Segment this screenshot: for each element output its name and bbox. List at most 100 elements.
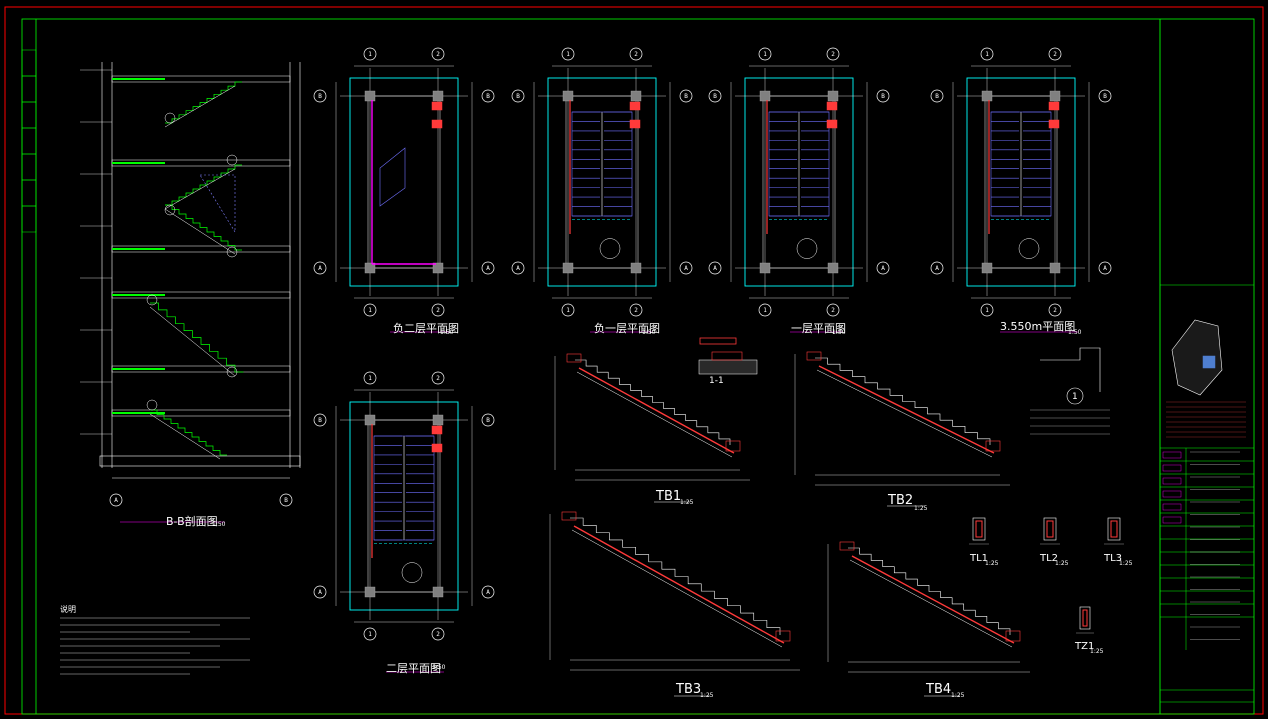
axis-bubble-label: A bbox=[881, 265, 885, 272]
caption-tb3: TB3 bbox=[676, 682, 702, 697]
axis-bubble-label: A bbox=[114, 497, 118, 504]
axis-bubble-label: B bbox=[935, 93, 939, 100]
column bbox=[630, 90, 642, 102]
axis-bubble-label: A bbox=[713, 265, 717, 272]
caption-tz1: TZ1 bbox=[1075, 641, 1095, 652]
caption-tb2: TB2 bbox=[888, 493, 914, 508]
axis-bubble-a bbox=[313, 261, 327, 275]
tb3-drawing bbox=[549, 511, 800, 671]
tz-marker bbox=[826, 101, 838, 111]
axis-bubble-1 bbox=[363, 627, 377, 641]
axis-bubble-label: 1 bbox=[566, 307, 570, 314]
caption-tl1: TL1 bbox=[970, 553, 989, 564]
section-callout bbox=[164, 204, 176, 216]
stair-flight-steps bbox=[165, 204, 242, 251]
stair-flight-steps bbox=[165, 81, 242, 124]
caption-plan-3550: 3.550m平面图 bbox=[1000, 320, 1076, 333]
section-callout bbox=[146, 294, 158, 306]
caption-tl3: TL3 bbox=[1104, 553, 1123, 564]
caption-plan-1f: 一层平面图 bbox=[791, 322, 846, 335]
section-11-beam bbox=[699, 337, 737, 345]
stair-soffit bbox=[149, 306, 236, 377]
title-block bbox=[1159, 19, 1254, 714]
plan-callout bbox=[599, 238, 621, 259]
axis-bubble-b bbox=[481, 413, 495, 427]
axis-bubble-a bbox=[481, 261, 495, 275]
column bbox=[562, 262, 574, 274]
section-11-drawing bbox=[698, 337, 758, 375]
caption-plan-b1: 负一层平面图 bbox=[594, 322, 660, 335]
stair-reinforcement bbox=[578, 367, 735, 454]
axis-bubble-label: A bbox=[935, 265, 939, 272]
axis-bubble-2 bbox=[431, 303, 445, 317]
plan-outer-wall bbox=[744, 77, 854, 287]
beam-stirrup bbox=[975, 520, 983, 538]
scale-tz1: 1:25 bbox=[1090, 648, 1104, 655]
binding-cell bbox=[21, 49, 37, 77]
tz-marker bbox=[431, 119, 443, 129]
top-beam bbox=[566, 353, 582, 363]
axis-bubble-label: 1 bbox=[368, 307, 372, 314]
axis-bubble-label: 2 bbox=[831, 51, 835, 58]
axis-bubble-label: 2 bbox=[436, 51, 440, 58]
title-field-swatch bbox=[1162, 490, 1182, 498]
stair-soffit-line bbox=[576, 371, 733, 458]
column bbox=[827, 262, 839, 274]
binding-cell bbox=[21, 153, 37, 181]
notes-heading: 说明 bbox=[60, 605, 76, 614]
axis-bubble-label: B bbox=[516, 93, 520, 100]
axis-bubble-2 bbox=[826, 47, 840, 61]
axis-bubble-label: B bbox=[713, 93, 717, 100]
beam-stirrup bbox=[1046, 520, 1054, 538]
caption-section-bb: B-B剖面图 bbox=[166, 515, 218, 528]
column bbox=[759, 90, 771, 102]
caption-tb4: TB4 bbox=[926, 682, 952, 697]
axis-bubble-label: B bbox=[486, 417, 490, 424]
column bbox=[759, 262, 771, 274]
title-field-swatch bbox=[1162, 503, 1182, 511]
tb4-drawing bbox=[827, 541, 1030, 673]
title-field-swatch bbox=[1162, 464, 1182, 472]
axis-bubble-label: 1 bbox=[763, 307, 767, 314]
stair-soffit-line bbox=[849, 559, 1013, 648]
bottom-beam bbox=[775, 630, 791, 642]
foundation bbox=[99, 455, 301, 467]
tb1-drawing bbox=[554, 353, 750, 481]
caption-plan-2f: 二层平面图 bbox=[386, 662, 441, 675]
axis-bubble-a bbox=[679, 261, 693, 275]
top-beam bbox=[839, 541, 855, 551]
sheet-frame bbox=[4, 6, 1264, 715]
title-field-swatch bbox=[1162, 516, 1182, 524]
axis-bubble-label: B bbox=[486, 93, 490, 100]
stair-soffit-line bbox=[571, 529, 783, 648]
column bbox=[432, 262, 444, 274]
plan-inner-outline bbox=[367, 95, 441, 269]
tz1-drawing bbox=[1076, 606, 1094, 634]
plan-callout bbox=[1018, 238, 1040, 259]
section-callout bbox=[164, 112, 176, 124]
axis-bubble-a bbox=[109, 493, 123, 507]
title-field-swatch bbox=[1162, 477, 1182, 485]
stair-outline bbox=[571, 111, 633, 217]
axis-bubble-a bbox=[708, 261, 722, 275]
caption-detail-1: 1 bbox=[1072, 392, 1078, 402]
sheet-border bbox=[4, 6, 1264, 715]
column bbox=[364, 414, 376, 426]
axis-bubble-2 bbox=[431, 627, 445, 641]
column bbox=[981, 262, 993, 274]
tz-marker bbox=[826, 119, 838, 129]
detail-outline bbox=[1040, 347, 1101, 392]
scale-tl3: 1:25 bbox=[1119, 560, 1133, 567]
axis-bubble-label: A bbox=[486, 589, 490, 596]
beam-section bbox=[1079, 606, 1091, 630]
axis-bubble-label: A bbox=[684, 265, 688, 272]
axis-bubble-1 bbox=[363, 371, 377, 385]
scale-tb1: 1:25 bbox=[680, 499, 694, 506]
axis-bubble-label: B bbox=[684, 93, 688, 100]
stair-soffit-line bbox=[816, 369, 993, 458]
axis-bubble-label: 2 bbox=[831, 307, 835, 314]
scale-plan-1f: 1:50 bbox=[832, 329, 846, 336]
stair-symbol bbox=[379, 147, 406, 207]
